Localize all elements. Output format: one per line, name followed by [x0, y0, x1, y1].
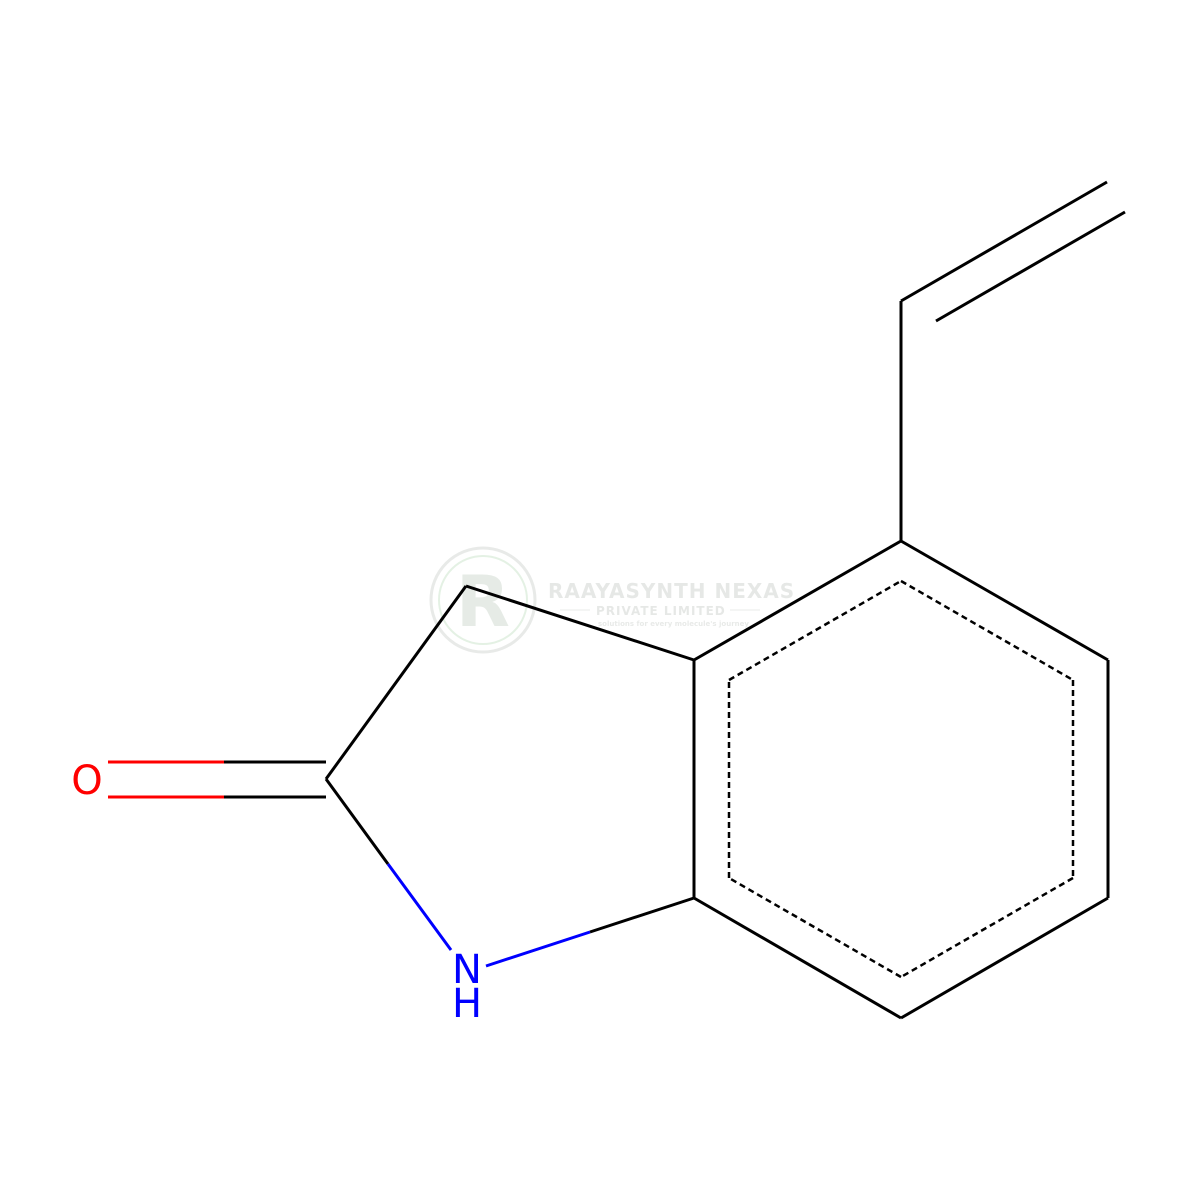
bond-c3-c2 — [324, 585, 468, 780]
aromatic-ring-dashes — [727, 579, 1075, 979]
watermark-company-name: RAAYASYNTH NEXAS — [548, 579, 795, 603]
watermark-subtitle: PRIVATE LIMITED — [596, 604, 726, 618]
nitrogen-atom-label: N — [452, 947, 482, 993]
bond-c2-n1-blue — [386, 863, 453, 951]
bond-vinyl-double-inner — [935, 210, 1126, 323]
bond-c3a-c3 — [465, 584, 695, 662]
bond-vinyl-double-outer — [900, 180, 1108, 303]
watermark: R RAAYASYNTH NEXAS PRIVATE LIMITED solut… — [429, 546, 795, 654]
bond-c2-n1-black — [324, 778, 390, 865]
bonds — [108, 180, 1126, 1020]
watermark-logo-letter: R — [456, 561, 510, 643]
watermark-tagline: solutions for every molecule's journey — [598, 620, 749, 628]
bond-ring-c6-c7 — [900, 896, 1109, 1020]
bond-n1-c7a-black — [589, 896, 695, 934]
bond-ring-c7-c7a — [693, 896, 902, 1020]
oxygen-atom-label: O — [71, 758, 102, 804]
atom-labels: O N H — [71, 758, 482, 1027]
bond-ring-c4-c5 — [900, 539, 1109, 662]
bond-ring-c3a-c4 — [693, 539, 902, 662]
bond-n1-c7a-blue — [485, 930, 591, 968]
nitrogen-hydrogen-label: H — [452, 981, 482, 1027]
watermark-logo: R — [429, 546, 537, 654]
